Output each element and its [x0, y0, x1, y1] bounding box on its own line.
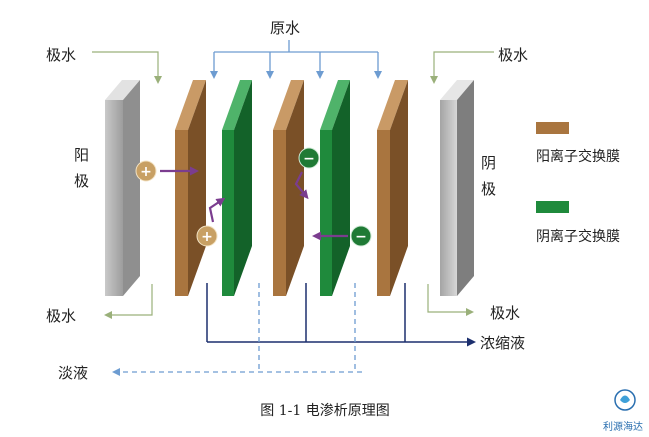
anion-membrane-1 — [222, 80, 252, 296]
electrode-water-out-right-arrow — [427, 284, 474, 316]
electrode-water-label-top-left: 极水 — [46, 46, 76, 64]
cathode-label-char-2: 极 — [481, 180, 496, 198]
electrode-water-label-bottom-right: 极水 — [490, 304, 520, 322]
cation-membrane-1 — [175, 80, 206, 296]
electrode-water-label-bottom-left: 极水 — [46, 307, 76, 325]
legend-label-cation: 阳离子交换膜 — [536, 148, 620, 165]
cation-blocked-arrow — [208, 197, 226, 223]
watermark-text: 利源海达 — [603, 420, 643, 433]
anion-blocked-arrow — [294, 171, 309, 200]
drop-icon — [614, 389, 636, 411]
anion-membrane-2 — [320, 80, 350, 296]
anion-ion-1: − — [298, 147, 320, 169]
watermark-logo: 利源海达 — [603, 389, 643, 433]
legend: 阳离子交换膜 阴离子交换膜 — [536, 122, 620, 245]
cation-membrane-3 — [377, 80, 408, 296]
anode-label-char-2: 极 — [74, 172, 89, 190]
figure-caption: 图 1-1 电渗析原理图 — [260, 403, 389, 419]
raw-water-label: 原水 — [270, 19, 300, 37]
concentrate-flow — [206, 283, 476, 347]
anode-label-char-1: 阳 — [74, 146, 89, 164]
anode-plate — [105, 80, 140, 296]
anion-ion-2: − — [350, 225, 372, 247]
cathode-label-char-1: 阴 — [481, 154, 496, 172]
dilute-flow — [112, 283, 362, 376]
legend-label-anion: 阴离子交换膜 — [536, 228, 620, 245]
electrode-water-in-left-arrow — [92, 51, 162, 84]
dilute-label: 淡液 — [58, 364, 88, 382]
svg-text:+: + — [201, 229, 213, 245]
electrode-water-out-left-arrow — [104, 284, 153, 319]
concentrate-label: 浓缩液 — [480, 334, 525, 352]
cation-membrane-2 — [273, 80, 304, 296]
raw-water-distribution — [210, 40, 382, 79]
svg-text:+: + — [140, 164, 152, 180]
cation-ion-1: + — [135, 160, 157, 182]
electrode-water-label-top-right: 极水 — [498, 46, 528, 64]
svg-text:−: − — [355, 229, 367, 245]
legend-swatch-anion — [536, 201, 569, 213]
svg-text:−: − — [303, 151, 315, 167]
legend-swatch-cation — [536, 122, 569, 134]
cation-ion-2: + — [196, 225, 218, 247]
cathode-plate — [440, 80, 474, 296]
electrode-water-in-right-arrow — [430, 51, 494, 84]
